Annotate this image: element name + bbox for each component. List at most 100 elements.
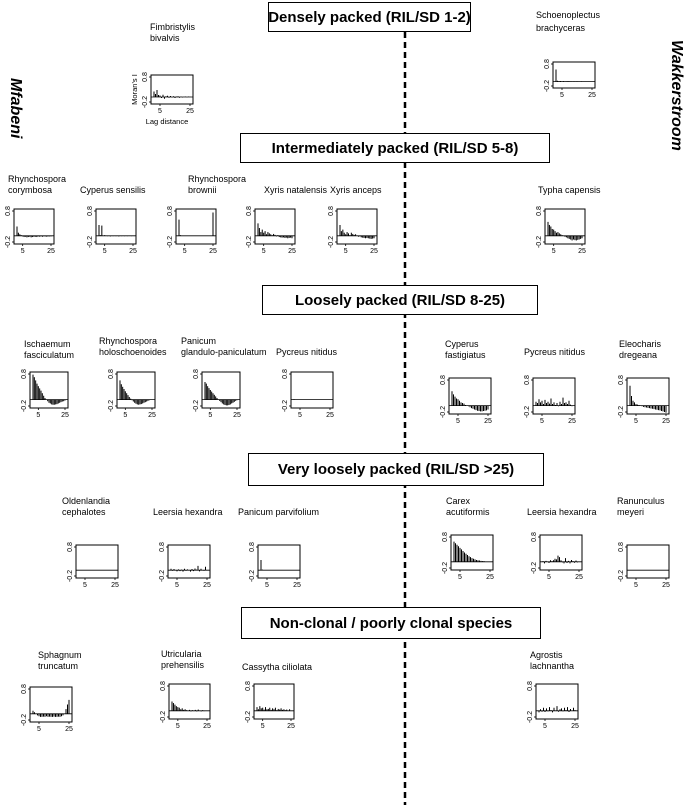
y-tick-label: 0.8	[67, 542, 74, 552]
plot-frame	[168, 683, 211, 720]
header-intermediately-packed: Intermediately packed (RIL/SD 5-8)	[240, 133, 550, 163]
y-tick-label: 0.8	[527, 681, 534, 691]
species-title-line: Sphagnum	[38, 650, 82, 660]
species-title-line: Fimbristylis	[150, 22, 195, 32]
y-tick-label: 0.8	[21, 684, 28, 694]
y-tick-label: -0.2	[282, 400, 289, 412]
species-title-line: holoschoenoides	[99, 347, 167, 357]
species-title-line: Rhynchospora	[188, 174, 246, 184]
x-tick-label: 25	[662, 582, 670, 589]
x-tick-label: 5	[552, 248, 556, 255]
x-tick-label: 5	[208, 412, 212, 419]
plot-frame	[626, 544, 670, 579]
plot-frame	[257, 544, 301, 579]
x-tick-label: 25	[233, 412, 241, 419]
species-title: Typha capensis	[538, 185, 601, 195]
species-title-line: dregeana	[619, 350, 657, 360]
x-axis-title: Lag distance	[146, 117, 189, 126]
x-tick-label: 5	[158, 108, 162, 115]
x-tick-label: 25	[662, 418, 670, 425]
species-title-line: Rhynchospora	[8, 174, 66, 184]
y-tick-label: -0.2	[21, 714, 28, 726]
site-label-mfabeni: Mfabeni	[7, 78, 24, 139]
species-title-line: cephalotes	[62, 507, 106, 517]
x-tick-label: 5	[21, 248, 25, 255]
x-tick-label: 25	[65, 726, 73, 733]
x-tick-label: 5	[344, 248, 348, 255]
y-tick-label: 0.8	[618, 375, 625, 385]
header-loosely-packed: Loosely packed (RIL/SD 8-25)	[262, 285, 538, 315]
plot-frame	[150, 74, 194, 105]
y-tick-label: -0.2	[108, 400, 115, 412]
x-tick-label: 5	[547, 574, 551, 581]
x-tick-label: 25	[571, 723, 579, 730]
y-tick-label: 0.8	[87, 206, 94, 216]
plot-frame	[448, 377, 492, 415]
species-title: Panicum parvifolium	[238, 507, 319, 517]
species-title-line: Ischaemum	[24, 339, 71, 349]
species-title-line: Utricularia	[161, 649, 202, 659]
x-tick-label: 5	[261, 723, 265, 730]
x-tick-label: 25	[203, 723, 211, 730]
x-tick-label: 25	[293, 582, 301, 589]
x-tick-label: 25	[111, 582, 119, 589]
y-tick-label: -0.2	[142, 96, 149, 108]
species-title-line: truncatum	[38, 661, 78, 671]
plot-frame	[532, 377, 576, 415]
species-title-line: Carex	[446, 496, 471, 506]
x-tick-label: 5	[36, 412, 40, 419]
x-tick-label: 5	[83, 582, 87, 589]
species-title: Pycreus nitidus	[276, 347, 338, 357]
plot-frame	[116, 371, 156, 409]
species-title: Leersia hexandra	[153, 507, 223, 517]
x-tick-label: 5	[103, 248, 107, 255]
plot-frame	[201, 371, 241, 409]
plot-frame	[544, 208, 586, 245]
species-title-line: meyeri	[617, 507, 644, 517]
species-title-line: corymbosa	[8, 185, 52, 195]
plot-frame	[336, 208, 378, 245]
x-tick-label: 5	[298, 412, 302, 419]
y-tick-label: 0.8	[108, 369, 115, 379]
x-tick-label: 25	[578, 248, 586, 255]
y-tick-label: -0.2	[440, 406, 447, 418]
site-label-wakkerstroom: Wakkerstroom	[668, 40, 685, 151]
x-tick-label: 25	[484, 418, 492, 425]
y-tick-label: -0.2	[67, 570, 74, 582]
x-tick-label: 5	[265, 582, 269, 589]
header-non-clonal: Non-clonal / poorly clonal species	[241, 607, 541, 639]
y-tick-label: 0.8	[167, 206, 174, 216]
y-tick-label: 0.8	[142, 72, 149, 82]
x-tick-label: 25	[575, 574, 583, 581]
y-tick-label: -0.2	[618, 406, 625, 418]
y-tick-label: -0.2	[527, 711, 534, 723]
plot-frame	[95, 208, 137, 245]
y-tick-label: -0.2	[5, 236, 12, 248]
y-tick-label: 0.8	[442, 532, 449, 542]
plot-frame	[626, 377, 670, 415]
x-tick-label: 25	[129, 248, 137, 255]
species-title-line: Agrostis	[530, 650, 563, 660]
x-tick-label: 25	[203, 582, 211, 589]
y-tick-label: 0.8	[159, 542, 166, 552]
plot-frame	[75, 544, 119, 579]
y-tick-label: -0.2	[160, 711, 167, 723]
x-tick-label: 5	[37, 726, 41, 733]
species-title-line: brachyceras	[536, 23, 586, 33]
